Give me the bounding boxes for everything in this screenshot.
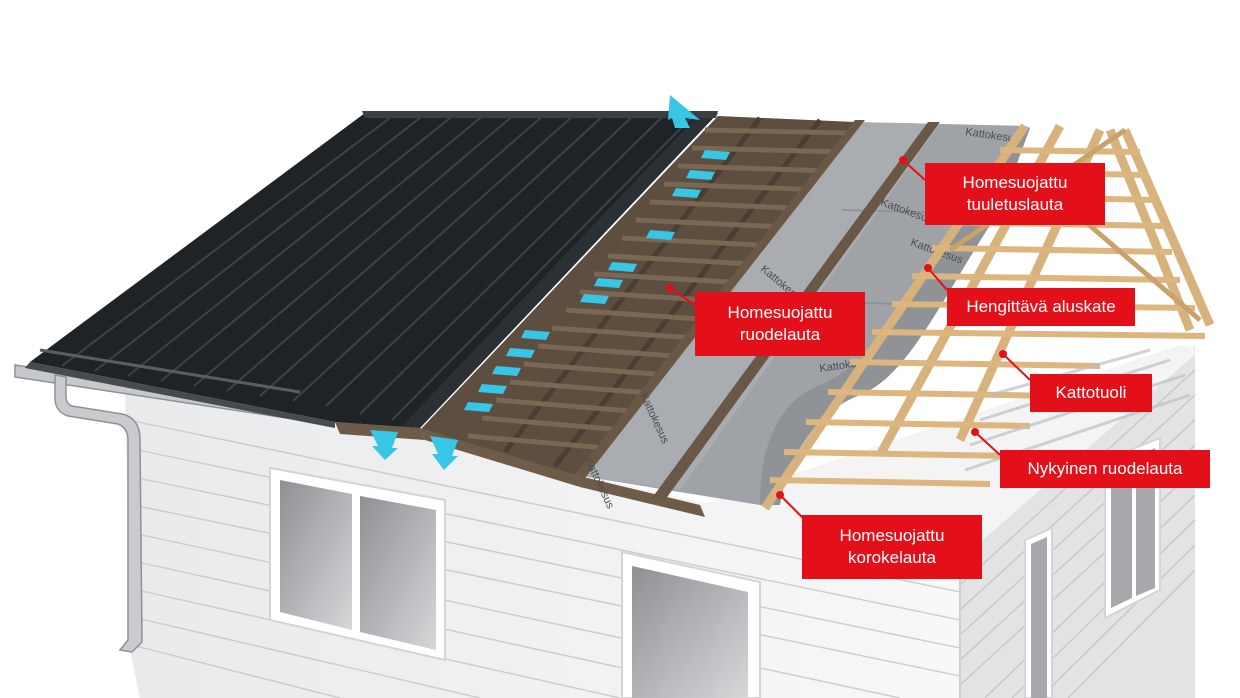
callout-ruodelauta: Homesuojattu ruodelauta xyxy=(695,292,865,356)
dot-korokelauta xyxy=(776,491,784,499)
leader-kattotuoli xyxy=(1002,353,1031,381)
callout-tuuletuslauta: Homesuojattu tuuletuslauta xyxy=(925,163,1105,225)
leader-aluskate xyxy=(927,267,948,291)
window-left xyxy=(269,466,446,662)
right-wall xyxy=(960,345,1195,698)
leader-dots xyxy=(666,156,1007,499)
dot-kattotuoli xyxy=(999,350,1007,358)
callout-aluskate-line1: Hengittävä aluskate xyxy=(966,297,1116,316)
dot-nykyinen xyxy=(971,428,979,436)
callout-tuuletuslauta-line2: tuuletuslauta xyxy=(966,195,1064,214)
leader-nykyinen xyxy=(974,431,1001,456)
leader-korokelauta xyxy=(779,494,806,521)
dot-aluskate xyxy=(924,264,932,272)
leader-tuuletuslauta xyxy=(902,159,926,181)
leader-ruodelauta xyxy=(669,287,696,306)
downspout xyxy=(54,374,143,653)
callout-korokelauta-line1: Homesuojattu xyxy=(839,526,945,545)
dot-ruodelauta xyxy=(666,284,674,292)
callout-kattotuoli: Kattotuoli xyxy=(1030,374,1152,412)
callout-tuuletuslauta-line1: Homesuojattu xyxy=(962,173,1068,192)
callout-aluskate: Hengittävä aluskate xyxy=(947,288,1135,326)
metal-roof xyxy=(25,111,718,428)
dot-tuuletuslauta xyxy=(899,156,907,164)
callout-kattotuoli-line1: Kattotuoli xyxy=(1055,383,1127,402)
callout-korokelauta-line2: korokelauta xyxy=(848,548,936,567)
callout-nykyinen: Nykyinen ruodelauta xyxy=(1000,450,1210,488)
callout-ruodelauta-line1: Homesuojattu xyxy=(727,303,833,322)
callout-ruodelauta-line2: ruodelauta xyxy=(739,325,821,344)
callout-korokelauta: Homesuojattu korokelauta xyxy=(802,515,982,579)
window-right xyxy=(621,550,761,698)
ventilation-arrows xyxy=(370,95,730,470)
leader-lines xyxy=(669,159,1031,521)
callout-nykyinen-line1: Nykyinen ruodelauta xyxy=(1027,459,1183,478)
